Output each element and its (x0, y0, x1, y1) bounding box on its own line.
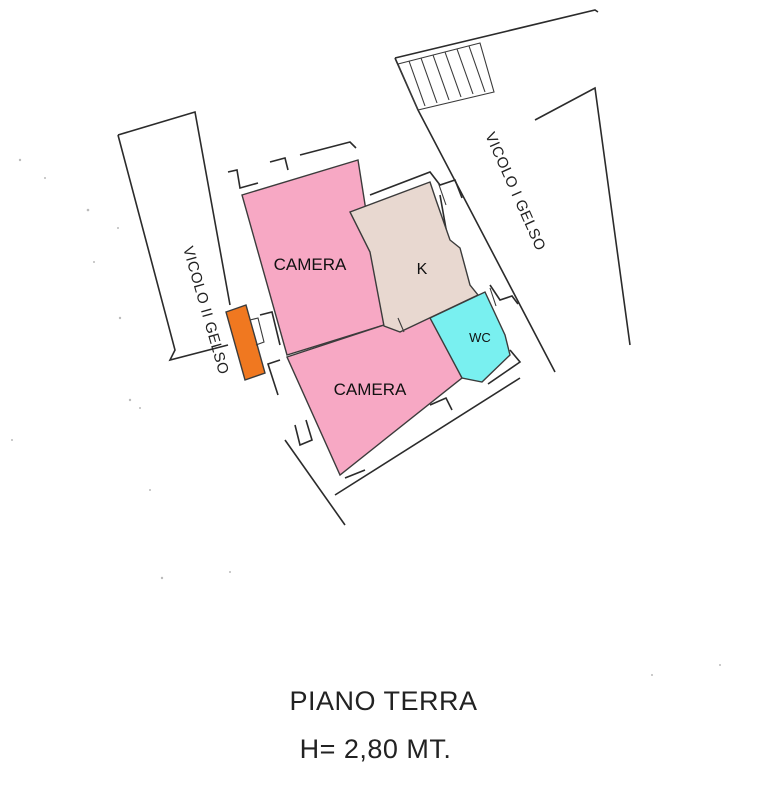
kitchen-room (349, 181, 480, 333)
stairs (397, 42, 495, 111)
camera-top-label: CAMERA (274, 255, 347, 274)
building-outline (227, 141, 522, 479)
scan-specks (11, 158, 721, 676)
ceiling-height: H= 2,80 MT. (299, 734, 452, 764)
entrance-door (225, 304, 266, 381)
plan-title: PIANO TERRA (289, 686, 478, 716)
camera-bottom-label: CAMERA (334, 380, 407, 399)
street-label-vicolo-i: VICOLO I GELSO (481, 130, 549, 254)
kitchen-label: K (417, 261, 428, 278)
street-walls-left (117, 110, 346, 526)
street-label-vicolo-ii: VICOLO II GELSO (179, 244, 232, 376)
wc-label: WC (469, 330, 491, 345)
wc-room (429, 291, 511, 383)
door-jambs (249, 181, 497, 346)
